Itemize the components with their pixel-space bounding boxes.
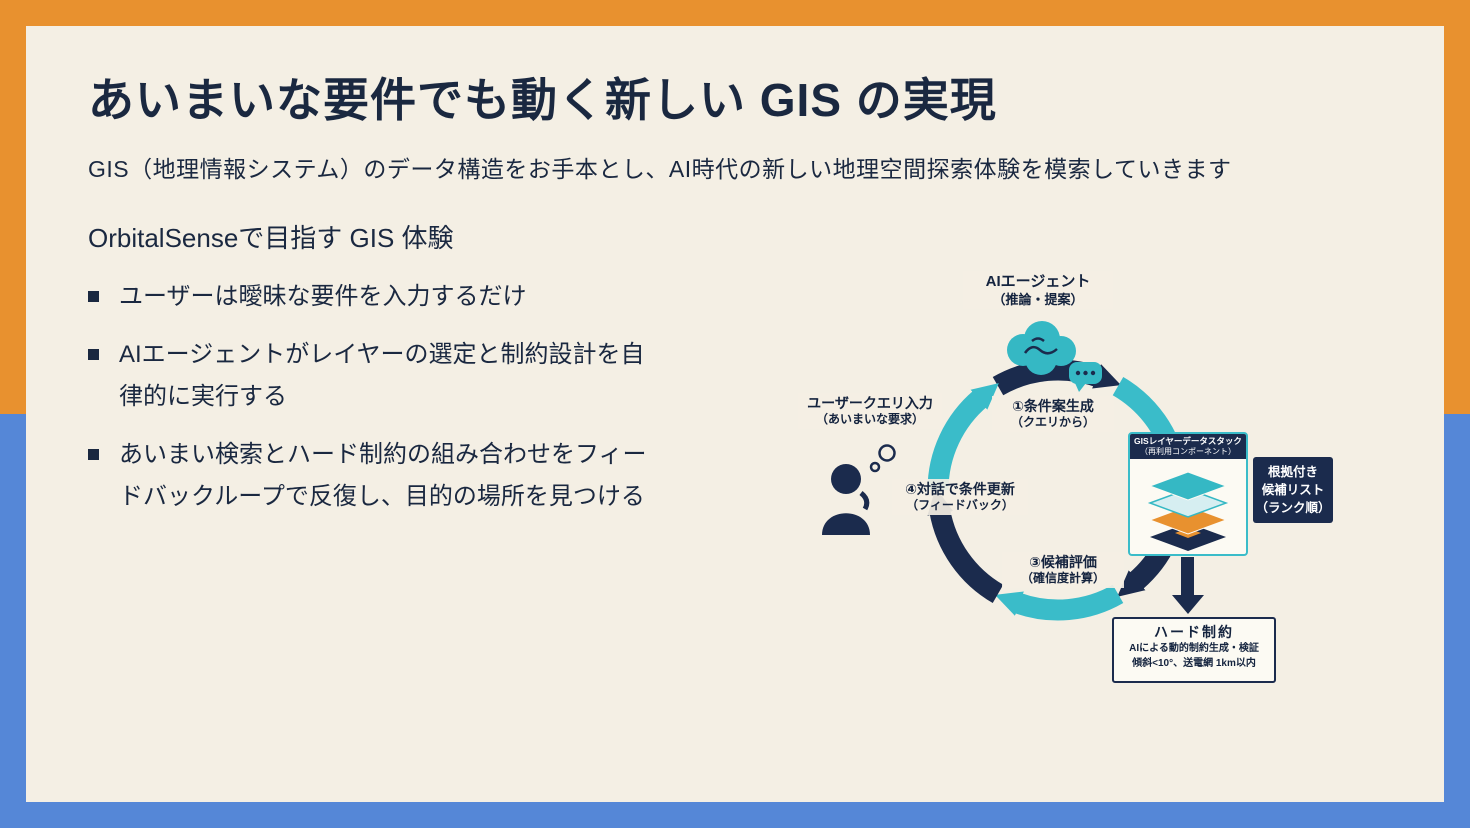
user-query-label: ユーザークエリ入力 （あいまいな要求） [798, 393, 942, 429]
hard-constraint-title: ハード制約 [1154, 624, 1234, 640]
hard-constraint-box: ハード制約 AIによる動的制約生成・検証 傾斜<10°、送電網 1km以内 [1112, 617, 1276, 683]
user-query-label-sub: （あいまいな要求） [815, 412, 924, 427]
bullet-text: あいまい検索とハード制約の組み合わせをフィードバックループで反復し、目的の場所を… [119, 441, 647, 510]
list-item: あいまい検索とハード制約の組み合わせをフィードバックループで反復し、目的の場所を… [88, 434, 667, 518]
stack-subtitle: （再利用コンポーネント） [1140, 447, 1236, 457]
step1-label-main: ①条件案生成 [1012, 398, 1094, 414]
stack-to-constraint-arrow [1172, 557, 1204, 614]
slide-subtitle: GIS（地理情報システム）のデータ構造をお手本とし、AI時代の新しい地理空間探索… [88, 156, 1232, 182]
step3-label-main: ③候補評価 [1029, 554, 1097, 570]
step4-label-main: ④対話で条件更新 [905, 481, 1015, 497]
step3-label-sub: （確信度計算） [1020, 571, 1105, 586]
step1-label-sub: （クエリから） [1010, 415, 1095, 430]
agent-label-sub: （推論・提案） [992, 291, 1084, 307]
feedback-loop-diagram: AIエージェント （推論・提案） ユーザークエリ入力 （あいまいな要求） ①条件… [780, 255, 1355, 705]
stack-title: GISレイヤーデータスタック [1134, 436, 1242, 446]
step4-label: ④対話で条件更新 （フィードバック） [892, 479, 1028, 515]
step3-label: ③候補評価 （確信度計算） [1002, 552, 1124, 588]
step4-label-sub: （フィードバック） [906, 498, 1014, 513]
section-heading: OrbitalSenseで目指す GIS 体験 [88, 223, 454, 253]
square-bullet-icon [88, 349, 99, 360]
square-bullet-icon [88, 449, 99, 460]
slide-content: あいまいな要件でも動く新しい GIS の実現 GIS（地理情報システム）のデータ… [26, 26, 1444, 802]
candidate-list-box: 根拠付き 候補リスト （ランク順） [1253, 457, 1333, 523]
bullet-list: ユーザーは曖昧な要件を入力するだけ AIエージェントがレイヤーの選定と制約設計を… [88, 276, 667, 534]
page-title: あいまいな要件でも動く新しい GIS の実現 [88, 74, 997, 126]
gis-layer-stack-header: GISレイヤーデータスタック （再利用コンポーネント） [1130, 434, 1246, 460]
ai-brain-icon [1007, 321, 1102, 392]
candidate-list-line2: 候補リスト [1261, 482, 1325, 497]
agent-label: AIエージェント （推論・提案） [963, 271, 1113, 310]
hard-constraint-line1: AIによる動的制約生成・検証 [1129, 643, 1259, 654]
layer-stack-graphic [1147, 471, 1229, 552]
list-item: AIエージェントがレイヤーの選定と制約設計を自律的に実行する [88, 334, 667, 418]
user-query-label-main: ユーザークエリ入力 [807, 395, 933, 411]
list-item: ユーザーは曖昧な要件を入力するだけ [88, 276, 667, 318]
bullet-text: AIエージェントがレイヤーの選定と制約設計を自律的に実行する [119, 341, 645, 410]
hard-constraint-line2: 傾斜<10°、送電網 1km以内 [1132, 657, 1256, 669]
user-person-icon [822, 444, 896, 535]
step1-label: ①条件案生成 （クエリから） [992, 396, 1114, 432]
candidate-list-line3: （ランク順） [1255, 501, 1331, 516]
agent-label-main: AIエージェント [985, 273, 1091, 290]
candidate-list-line1: 根拠付き [1267, 464, 1318, 479]
bullet-text: ユーザーは曖昧な要件を入力するだけ [119, 283, 527, 310]
gis-layer-stack-box: GISレイヤーデータスタック （再利用コンポーネント） [1128, 432, 1248, 556]
square-bullet-icon [88, 291, 99, 302]
